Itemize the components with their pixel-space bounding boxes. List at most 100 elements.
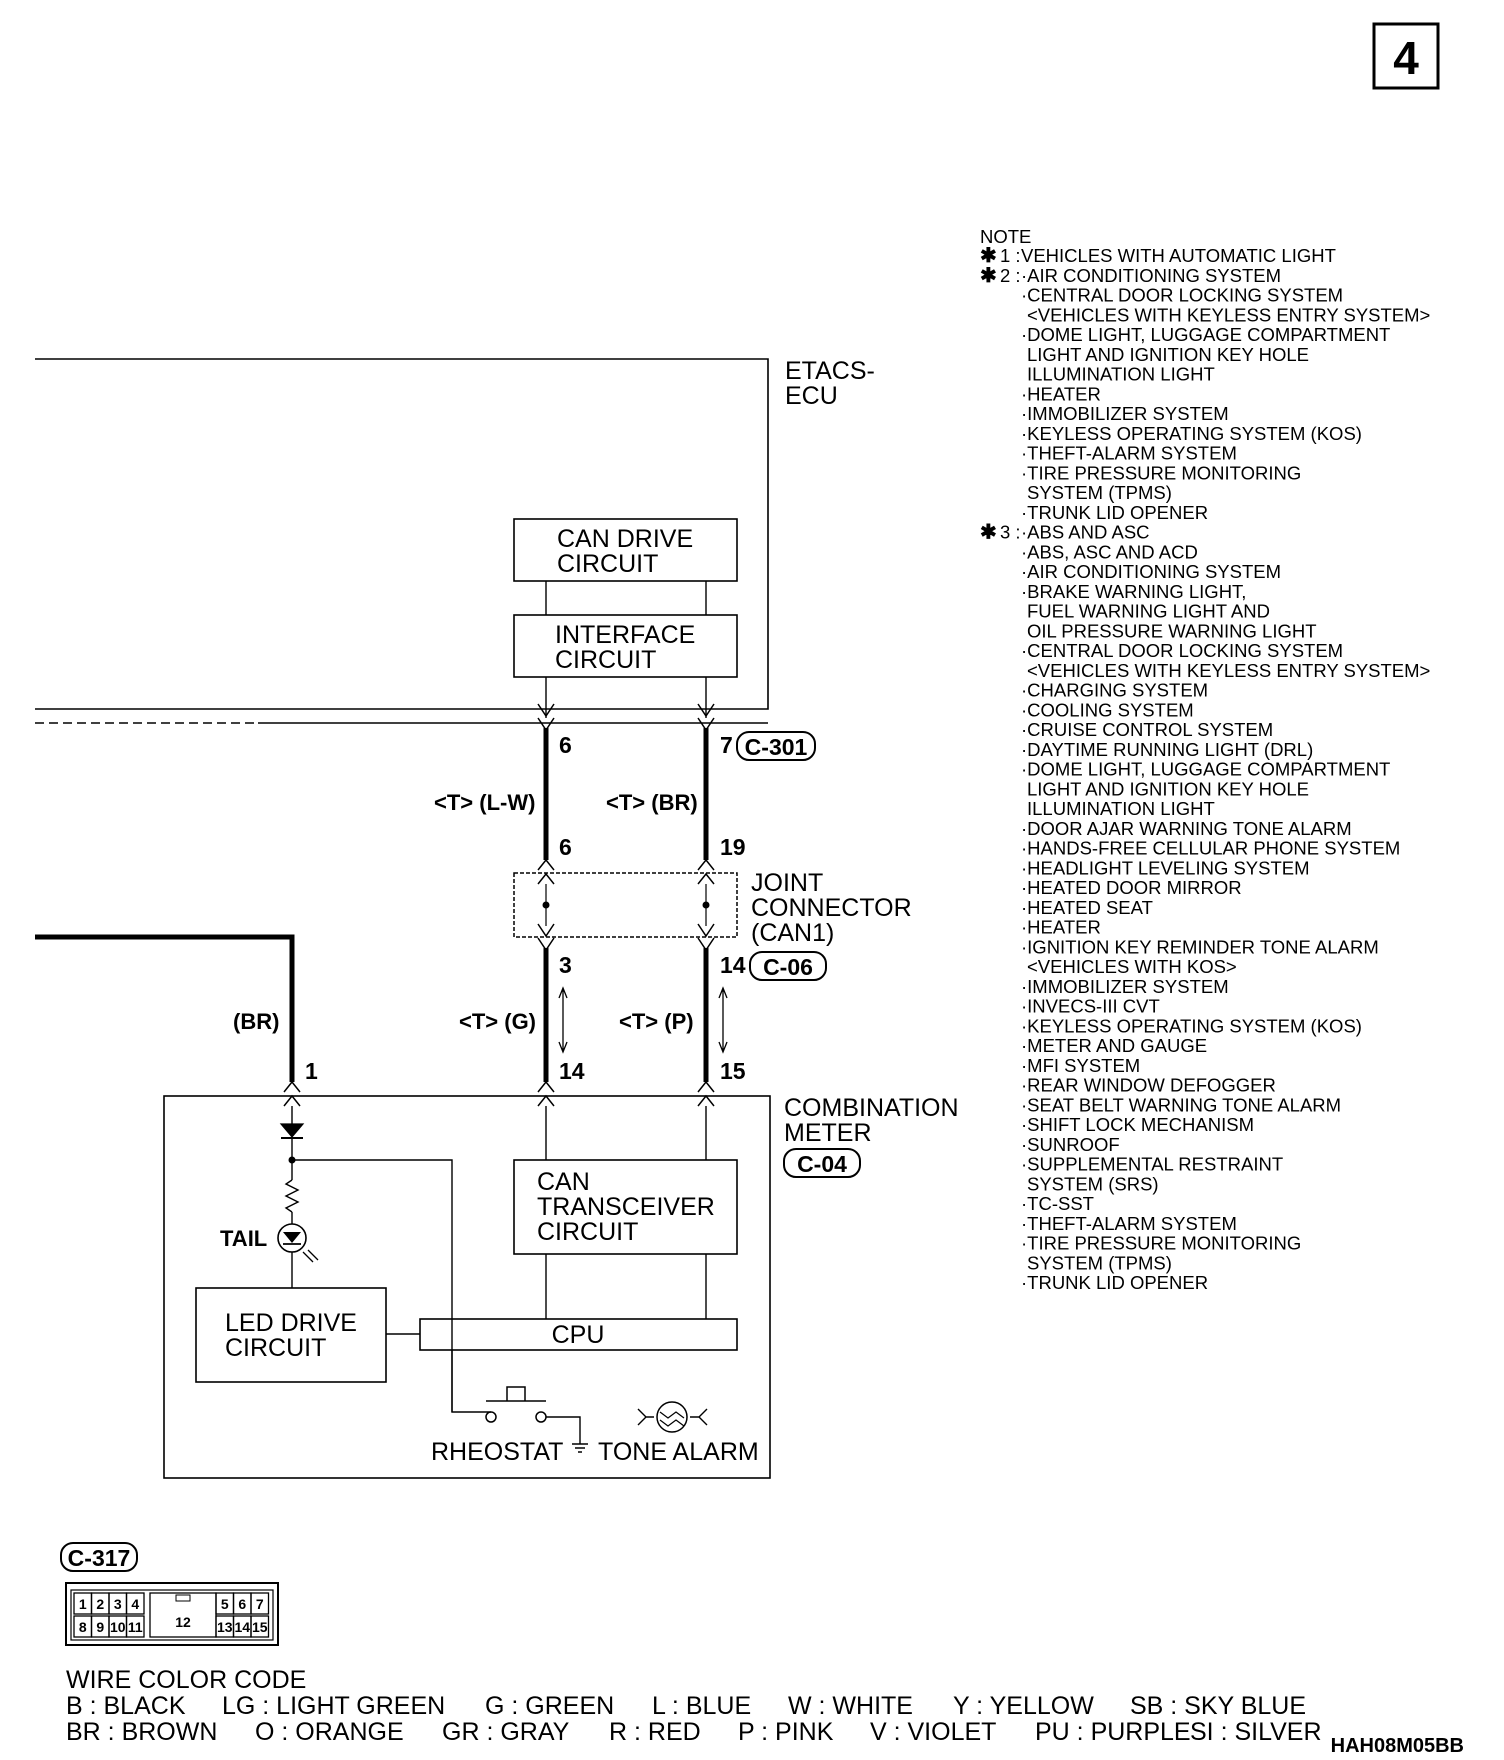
connector-c317-pin: 8: [79, 1619, 87, 1635]
connector-c317-center-cavity: [149, 1592, 217, 1638]
wire-color-code-entry: SI : SILVER: [1190, 1718, 1322, 1746]
connector-c317-pin: 13: [217, 1619, 233, 1635]
note-line: ·SUNROOF: [1021, 1134, 1120, 1155]
wire-color-code-entry: P : PINK: [738, 1718, 834, 1746]
pin-6-joint: 6: [559, 834, 572, 860]
note-line: SYSTEM (TPMS): [1027, 1252, 1172, 1273]
note-line: ·AIR CONDITIONING SYSTEM: [1021, 561, 1281, 582]
wire-color-code-entry: O : ORANGE: [255, 1718, 404, 1746]
rheostat-ground-wire: [546, 1416, 581, 1444]
interface-circuit-box: [513, 614, 738, 678]
led-drive-circuit-box: [195, 1287, 387, 1383]
wire-color-code-entry: PU : PURPLE: [1035, 1718, 1191, 1746]
wire-color-code-entry: BR : BROWN: [66, 1718, 217, 1746]
note-line: ·TC-SST: [1021, 1193, 1094, 1214]
note-line: ·TIRE PRESSURE MONITORING: [1021, 1233, 1301, 1254]
note-line: ·KEYLESS OPERATING SYSTEM (KOS): [1021, 1015, 1362, 1036]
note-line: ·IMMOBILIZER SYSTEM: [1021, 403, 1229, 424]
note-line: SYSTEM (SRS): [1027, 1173, 1159, 1194]
resistor-icon: [284, 1179, 300, 1213]
can-transceiver-label-3: CIRCUIT: [537, 1218, 638, 1246]
note-line: SYSTEM (TPMS): [1027, 482, 1172, 503]
pin-3-joint: 3: [559, 952, 572, 978]
etacs-ecu-label-2: ECU: [785, 382, 838, 410]
wire-label-g: <T> (G): [459, 1009, 536, 1034]
note-line: ILLUMINATION LIGHT: [1027, 364, 1215, 385]
connector-c317-outline: [65, 1582, 279, 1646]
connector-c317-cavity: [250, 1615, 270, 1638]
tone-alarm-buzzer: [656, 1401, 688, 1433]
connector-c317-cavity: [125, 1615, 145, 1638]
drawing-code: HAH08M05BB: [1331, 1735, 1464, 1757]
note-mark: 3 :: [1000, 522, 1021, 543]
page-number-box: [1372, 22, 1440, 90]
tone-alarm-wave: [659, 1411, 685, 1427]
connector-c317-pin: 12: [175, 1614, 191, 1630]
connector-c301-label: C-301: [745, 734, 808, 760]
diode-icon: [279, 1123, 305, 1138]
note-line: ·TRUNK LID OPENER: [1021, 502, 1208, 523]
note-line: ILLUMINATION LIGHT: [1027, 798, 1215, 819]
can-transceiver-label-2: TRANSCEIVER: [537, 1193, 715, 1221]
connector-c317-pin: 15: [252, 1619, 268, 1635]
connector-c317-cavity: [250, 1592, 270, 1615]
note-line: ·ABS AND ASC: [1021, 522, 1150, 543]
combination-meter-outline: [163, 1095, 771, 1479]
wire-color-code-entry: G : GREEN: [485, 1692, 614, 1720]
rheostat-contact-right: [535, 1411, 547, 1423]
note-line: <VEHICLES WITH KEYLESS ENTRY SYSTEM>: [1027, 304, 1430, 325]
note-line: ·TIRE PRESSURE MONITORING: [1021, 462, 1301, 483]
tail-led-rays: [302, 1249, 319, 1263]
wire-color-code-entry: B : BLACK: [66, 1692, 186, 1720]
can-transceiver-box: [513, 1159, 738, 1255]
note-line: ·CHARGING SYSTEM: [1021, 680, 1208, 701]
connector-c317-label: C-317: [68, 1545, 131, 1571]
pin-19-joint: 19: [720, 834, 746, 860]
combination-meter-label-2: METER: [784, 1119, 872, 1147]
note-line: ·HEATER: [1021, 383, 1101, 404]
note-line: ·INVECS-III CVT: [1021, 996, 1160, 1017]
connector-c317-pin: 6: [238, 1596, 246, 1612]
note-line: FUEL WARNING LIGHT AND: [1027, 601, 1270, 622]
etacs-ecu-label-1: ETACS-: [785, 357, 875, 385]
note-line: ·CENTRAL DOOR LOCKING SYSTEM: [1021, 640, 1343, 661]
joint-connector-box: [513, 872, 738, 938]
note-line: ·DOOR AJAR WARNING TONE ALARM: [1021, 818, 1352, 839]
note-mark: 2 :: [1000, 265, 1021, 286]
led-drive-label-2: CIRCUIT: [225, 1334, 326, 1362]
note-line: ·DAYTIME RUNNING LIGHT (DRL): [1021, 739, 1313, 760]
wire-label-p: <T> (P): [619, 1009, 694, 1034]
cpu-box: [419, 1318, 738, 1351]
note-line: ·DOME LIGHT, LUGGAGE COMPARTMENT: [1021, 759, 1390, 780]
note-line: ·IMMOBILIZER SYSTEM: [1021, 976, 1229, 997]
note-line: ·DOME LIGHT, LUGGAGE COMPARTMENT: [1021, 324, 1390, 345]
wire-color-code-entry: W : WHITE: [788, 1692, 913, 1720]
connector-c317-pin: 10: [110, 1619, 126, 1635]
note-mark: 1 :: [1000, 245, 1021, 266]
note-line: ·THEFT-ALARM SYSTEM: [1021, 1213, 1237, 1234]
note-line: ·THEFT-ALARM SYSTEM: [1021, 443, 1237, 464]
connector-c04-badge: [783, 1148, 861, 1178]
joint-node-left: [542, 901, 550, 909]
joint-connector-label-2: CONNECTOR: [751, 894, 912, 922]
connector-c317-pin: 5: [221, 1596, 229, 1612]
note-line: ·BRAKE WARNING LIGHT,: [1021, 581, 1246, 602]
can-drive-label-2: CIRCUIT: [557, 550, 658, 578]
rheostat-contact-left: [485, 1411, 497, 1423]
wire-color-code-entry: V : VIOLET: [870, 1718, 996, 1746]
note-line: ·COOLING SYSTEM: [1021, 699, 1194, 720]
wire-color-code-entry: R : RED: [609, 1718, 701, 1746]
joint-chevron-top-right: [697, 858, 715, 885]
wire-color-code-title: WIRE COLOR CODE: [66, 1666, 306, 1694]
tone-alarm-label: TONE ALARM: [598, 1438, 759, 1466]
pin-15-meter: 15: [720, 1058, 746, 1084]
note-line: ·TRUNK LID OPENER: [1021, 1272, 1208, 1293]
note-line: OIL PRESSURE WARNING LIGHT: [1027, 620, 1317, 641]
connector-c317-pin: 2: [96, 1596, 104, 1612]
note-line: ·HEATED DOOR MIRROR: [1021, 877, 1242, 898]
twisted-pair-arrow-left: [558, 986, 568, 1054]
twisted-pair-arrow-right: [718, 986, 728, 1054]
meter-chevron-pin1: [283, 1080, 301, 1107]
note-line: ·METER AND GAUGE: [1021, 1035, 1207, 1056]
